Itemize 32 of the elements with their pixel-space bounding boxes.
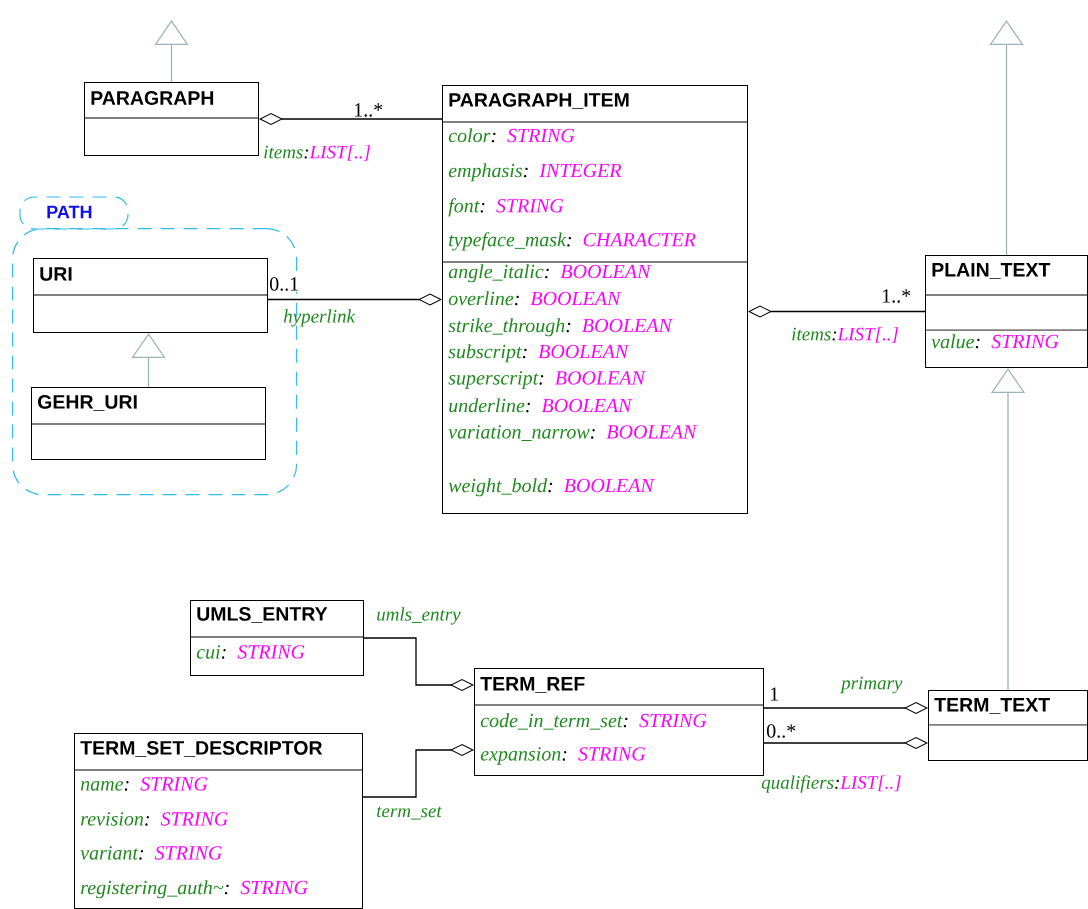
- class-box: URI: [32, 258, 268, 333]
- multiplicity-label: 1: [768, 686, 781, 702]
- class-box: TERM_SET_DESCRIPTOR name: STRING revision: STRING variant: STRING registering_auth~: STRING: [73, 733, 363, 909]
- class-box: GEHR_URI: [30, 387, 266, 460]
- multiplicity-label: 1..*: [352, 102, 385, 118]
- class-box: PARAGRAPH_ITEM color: STRING emphasis: INTEGER font: STRING typeface_mask: CHARACTER angle_italic: BOOLEAN overline: BOOLEAN strike_through: BOOLEAN subscript: BOOLEAN superscript: BOOLEAN underline: BOOLEAN variation_narrow: BOOLEAN weight_bold: BOOLEAN: [441, 85, 748, 514]
- role-label: qualifiers:LIST[..]: [761, 775, 901, 793]
- inheritance-arrow: [154, 20, 189, 83]
- node-label: PATH: [47, 205, 92, 219]
- class-box: PLAIN_TEXT value: STRING: [924, 255, 1088, 368]
- aggregation-line: [763, 737, 928, 749]
- aggregation-line: [259, 113, 443, 125]
- multiplicity-label: 0..1: [268, 276, 301, 292]
- role-label: hyperlink: [283, 309, 356, 327]
- aggregation-line: [748, 305, 926, 318]
- role-label: items:LIST[..]: [792, 327, 898, 343]
- role-label: term_set: [377, 806, 442, 820]
- aggregation-line: [363, 637, 474, 691]
- class-box: TERM_TEXT: [927, 690, 1088, 761]
- class-box: PARAGRAPH: [83, 82, 259, 156]
- role-label: items:LIST[..]: [264, 145, 370, 161]
- multiplicity-label: 1..*: [880, 288, 913, 304]
- aggregation-line: [763, 702, 928, 714]
- multiplicity-label: 0..*: [765, 723, 798, 739]
- aggregation-line: [267, 293, 442, 306]
- role-label: primary: [840, 676, 903, 694]
- role-label: umls_entry: [377, 607, 461, 625]
- class-box: UMLS_ENTRY cui: STRING: [189, 600, 364, 676]
- inheritance-arrow: [989, 20, 1024, 256]
- class-box: TERM_REF code_in_term_set: STRING expansion: STRING: [473, 668, 764, 776]
- aggregation-line: [362, 744, 474, 798]
- inheritance-arrow: [131, 333, 166, 388]
